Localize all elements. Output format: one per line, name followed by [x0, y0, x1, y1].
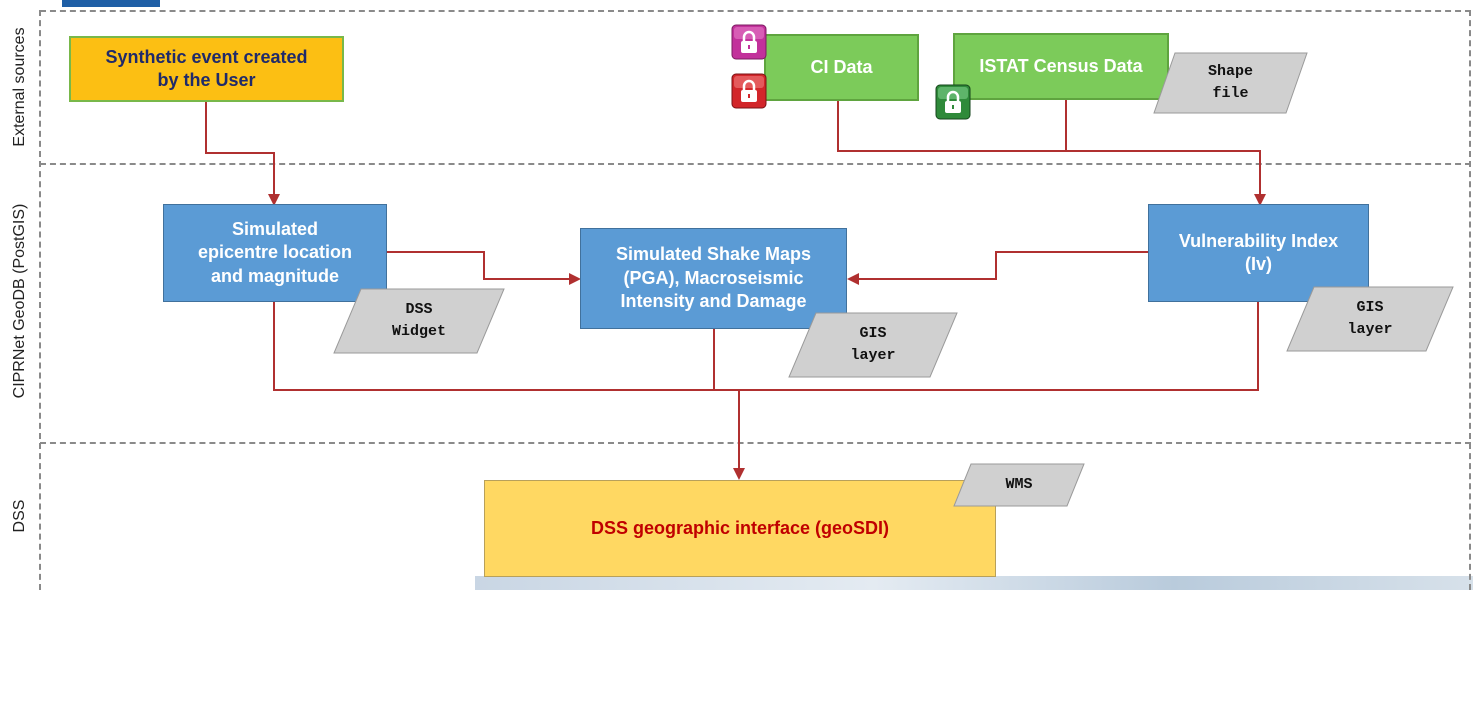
- dss-interface-label: DSS geographic interface (geoSDI): [590, 517, 890, 538]
- lane-border-left: [39, 10, 41, 590]
- istat-census-box: ISTAT Census Data: [953, 33, 1169, 100]
- background-photo-strip: [475, 576, 1473, 590]
- logo-fragment: [0, 0, 160, 7]
- tag-gis-layer-shake: GIS layer: [788, 312, 958, 378]
- tag-dss-widget: DSS Widget: [333, 288, 505, 354]
- tag-gis-layer-vulnerability: GIS layer: [1286, 286, 1454, 352]
- tag-shape-file: Shape file: [1153, 52, 1308, 114]
- lane-border-external-geodb: [40, 163, 1471, 165]
- tag-shape-file-label: Shape file: [1207, 62, 1253, 103]
- shake-maps-box: Simulated Shake Maps (PGA), Macroseismic…: [580, 228, 847, 329]
- istat-census-label: ISTAT Census Data: [979, 55, 1143, 76]
- tag-gis-layer-vulnerability-label: GIS layer: [1347, 298, 1393, 339]
- lane-border-top: [40, 10, 1471, 12]
- edge-event-to-epicentre: [205, 102, 280, 206]
- tag-gis-layer-shake-label: GIS layer: [850, 324, 896, 365]
- synthetic-event-box: Synthetic event created by the User: [69, 36, 344, 102]
- shake-maps-label: Simulated Shake Maps (PGA), Macroseismic…: [615, 244, 812, 312]
- tag-dss-widget-label: DSS Widget: [391, 300, 446, 341]
- lock-icon: [731, 24, 767, 60]
- vulnerability-index-label: Vulnerability Index (Iv): [1178, 230, 1339, 274]
- vulnerability-index-box: Vulnerability Index (Iv): [1148, 204, 1369, 302]
- dss-interface-box: DSS geographic interface (geoSDI): [484, 480, 996, 577]
- lane-border-geodb-dss: [40, 442, 1471, 444]
- epicentre-box: Simulated epicentre location and magnitu…: [163, 204, 387, 302]
- tag-wms: WMS: [953, 463, 1085, 507]
- epicentre-label: Simulated epicentre location and magnitu…: [197, 218, 353, 286]
- lock-icon: [935, 84, 971, 120]
- edge-vulnerability-to-shake: [847, 251, 1148, 285]
- ci-data-label: CI Data: [810, 56, 873, 77]
- lane-label-dss: DSS: [11, 499, 28, 533]
- edge-data-to-vulnerability: [837, 100, 1266, 206]
- lane-border-right: [1469, 10, 1471, 590]
- lock-icon: [731, 73, 767, 109]
- ci-data-box: CI Data: [764, 34, 919, 101]
- tag-wms-label: WMS: [1005, 475, 1033, 493]
- synthetic-event-label: Synthetic event created by the User: [105, 46, 308, 90]
- edge-epicentre-to-shake: [386, 251, 581, 285]
